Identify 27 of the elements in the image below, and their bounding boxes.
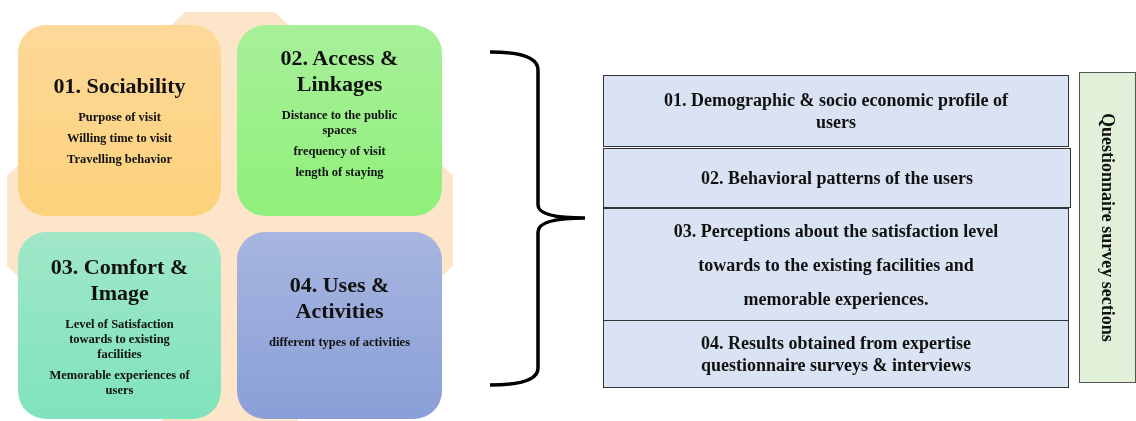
card-item: Distance to the public spaces: [280, 108, 399, 138]
card-item: Level of Satisfaction towards to existing facilities: [64, 317, 175, 362]
card-item: frequency of visit: [293, 144, 386, 159]
card-item: Memorable experiences of users: [48, 368, 191, 398]
category-card: [18, 232, 221, 419]
card-item: Travelling behavior: [67, 152, 172, 167]
section-box: [603, 320, 1069, 388]
category-card: [237, 25, 442, 216]
category-card: [237, 232, 442, 419]
card-heading: 03. Comfort & Image: [49, 254, 190, 306]
card-item: length of staying: [295, 165, 384, 180]
card-item: Purpose of visit: [78, 110, 161, 125]
side-label-box: [1079, 72, 1136, 383]
section-box: [603, 208, 1069, 321]
section-text: 02. Behavioral patterns of the users: [701, 167, 973, 189]
card-item: Willing time to visit: [67, 131, 172, 146]
section-text: 03. Perceptions about the satisfaction level towards to the existing facilities and memorable experiences.: [672, 219, 1000, 311]
card-heading: 01. Sociability: [53, 73, 186, 99]
category-card: [18, 25, 221, 216]
section-box: [603, 148, 1071, 208]
section-text: 04. Results obtained from expertise questionnaire surveys & interviews: [699, 332, 973, 376]
side-label: Questionnaire survey sections: [1096, 113, 1119, 342]
section-box: [603, 75, 1069, 147]
card-heading: 04. Uses & Activities: [288, 272, 391, 324]
card-heading: 02. Access & Linkages: [279, 45, 400, 97]
card-item: different types of activities: [268, 335, 411, 350]
section-text: 01. Demographic & socio economic profile of users: [662, 89, 1010, 133]
